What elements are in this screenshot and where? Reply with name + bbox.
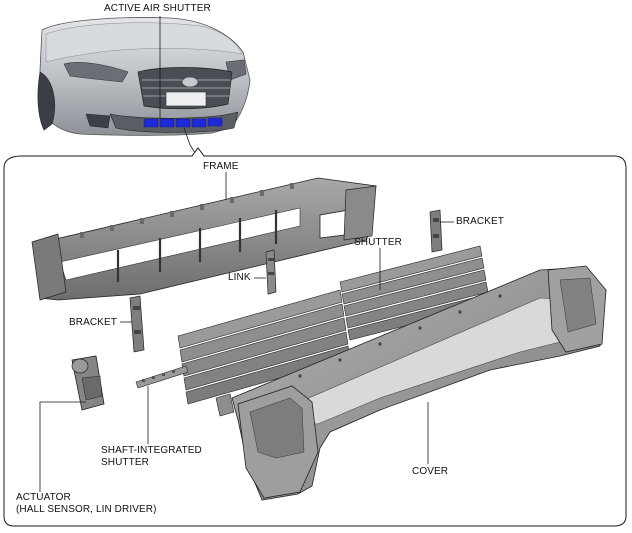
cover-part <box>215 265 607 501</box>
bracket-right-part <box>429 209 443 253</box>
bracket-left-part <box>129 295 145 353</box>
label-bracket-right: BRACKET <box>456 216 504 227</box>
link-part <box>265 249 277 295</box>
label-shutter: SHUTTER <box>354 237 402 248</box>
label-active-air-shutter: ACTIVE AIR SHUTTER <box>104 3 211 14</box>
frame-part <box>31 177 377 301</box>
label-bracket-left: BRACKET <box>69 317 117 328</box>
lower-shutter-stack <box>177 289 351 405</box>
label-actuator: ACTUATOR (HALL SENSOR, LIN DRIVER) <box>16 492 157 515</box>
actuator-part <box>71 355 105 411</box>
label-link: LINK <box>228 272 251 283</box>
shaft-integrated-shutter-part <box>135 365 189 389</box>
label-frame: FRAME <box>203 161 239 172</box>
shutter-part <box>339 245 491 341</box>
active-air-shutter-highlight <box>143 117 223 128</box>
label-cover: COVER <box>412 466 449 477</box>
car-front-illustration <box>37 17 251 136</box>
leader-actuator <box>39 401 86 492</box>
label-shaft-integrated-shutter: SHAFT-INTEGRATED SHUTTER <box>101 445 202 468</box>
